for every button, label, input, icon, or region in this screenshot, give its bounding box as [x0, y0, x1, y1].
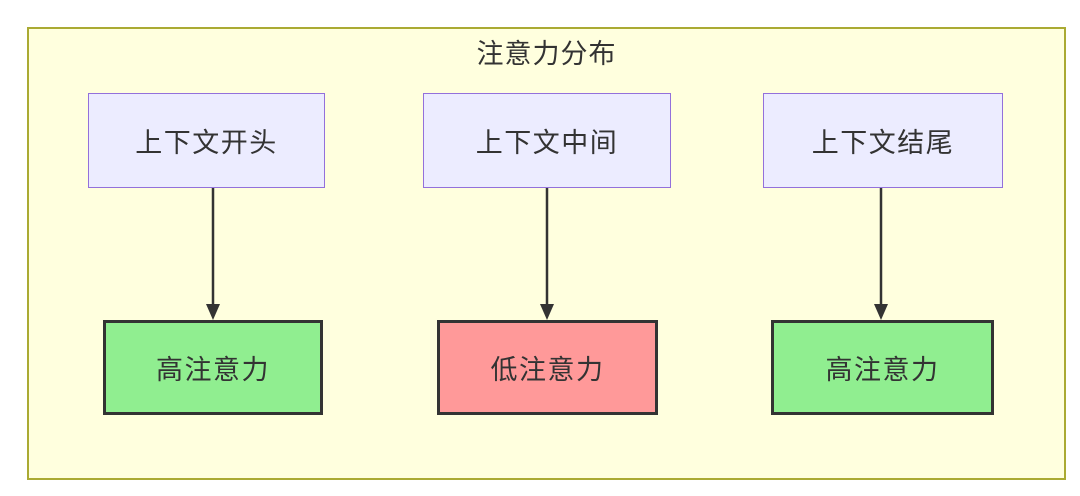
- node-high-attention-left-label: 高注意力: [156, 355, 270, 386]
- node-low-attention-middle: 低注意力: [437, 320, 658, 415]
- attention-distribution-subgraph: 注意力分布 上下文开头 上下文中间 上下文结尾 高注意力 低注意力 高注意力: [27, 27, 1066, 480]
- node-context-end-label: 上下文结尾: [811, 128, 955, 159]
- down-arrow-icon: [540, 188, 554, 320]
- node-high-attention-right: 高注意力: [771, 320, 994, 415]
- node-context-middle-label: 上下文中间: [475, 128, 619, 159]
- node-context-start-label: 上下文开头: [135, 128, 278, 159]
- node-high-attention-left: 高注意力: [103, 320, 323, 415]
- node-low-attention-middle-label: 低注意力: [490, 355, 605, 386]
- node-context-end: 上下文结尾: [763, 93, 1003, 188]
- node-high-attention-right-label: 高注意力: [825, 355, 940, 386]
- node-context-start: 上下文开头: [88, 93, 325, 188]
- node-context-middle: 上下文中间: [423, 93, 671, 188]
- diagram-title: 注意力分布: [476, 39, 617, 70]
- down-arrow-icon: [874, 188, 888, 320]
- down-arrow-icon: [206, 188, 220, 320]
